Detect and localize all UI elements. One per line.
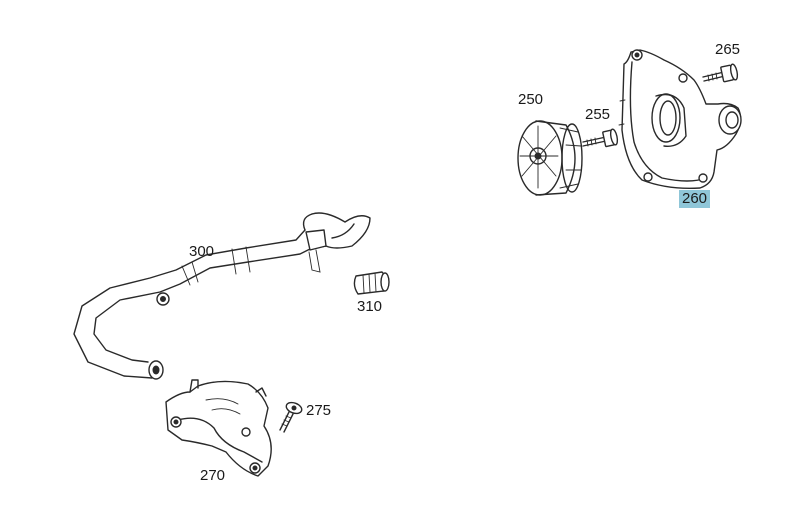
callout-265: 265 [715,41,741,58]
pulley-250 [517,120,583,196]
cover-270 [165,379,272,477]
callout-300: 300 [189,243,215,260]
callout-310: 310 [357,298,383,315]
bolt-275 [279,401,303,433]
bolt-265 [702,63,739,83]
callout-275: 275 [306,402,332,419]
callout-260-highlighted: 260 [679,190,711,208]
pump-housing-260 [618,49,742,190]
callout-255: 255 [585,106,611,123]
fitting-310 [353,271,390,295]
hose-300 [73,212,371,380]
callout-250: 250 [518,91,544,108]
bolt-255 [582,128,619,148]
callout-270: 270 [200,467,226,484]
